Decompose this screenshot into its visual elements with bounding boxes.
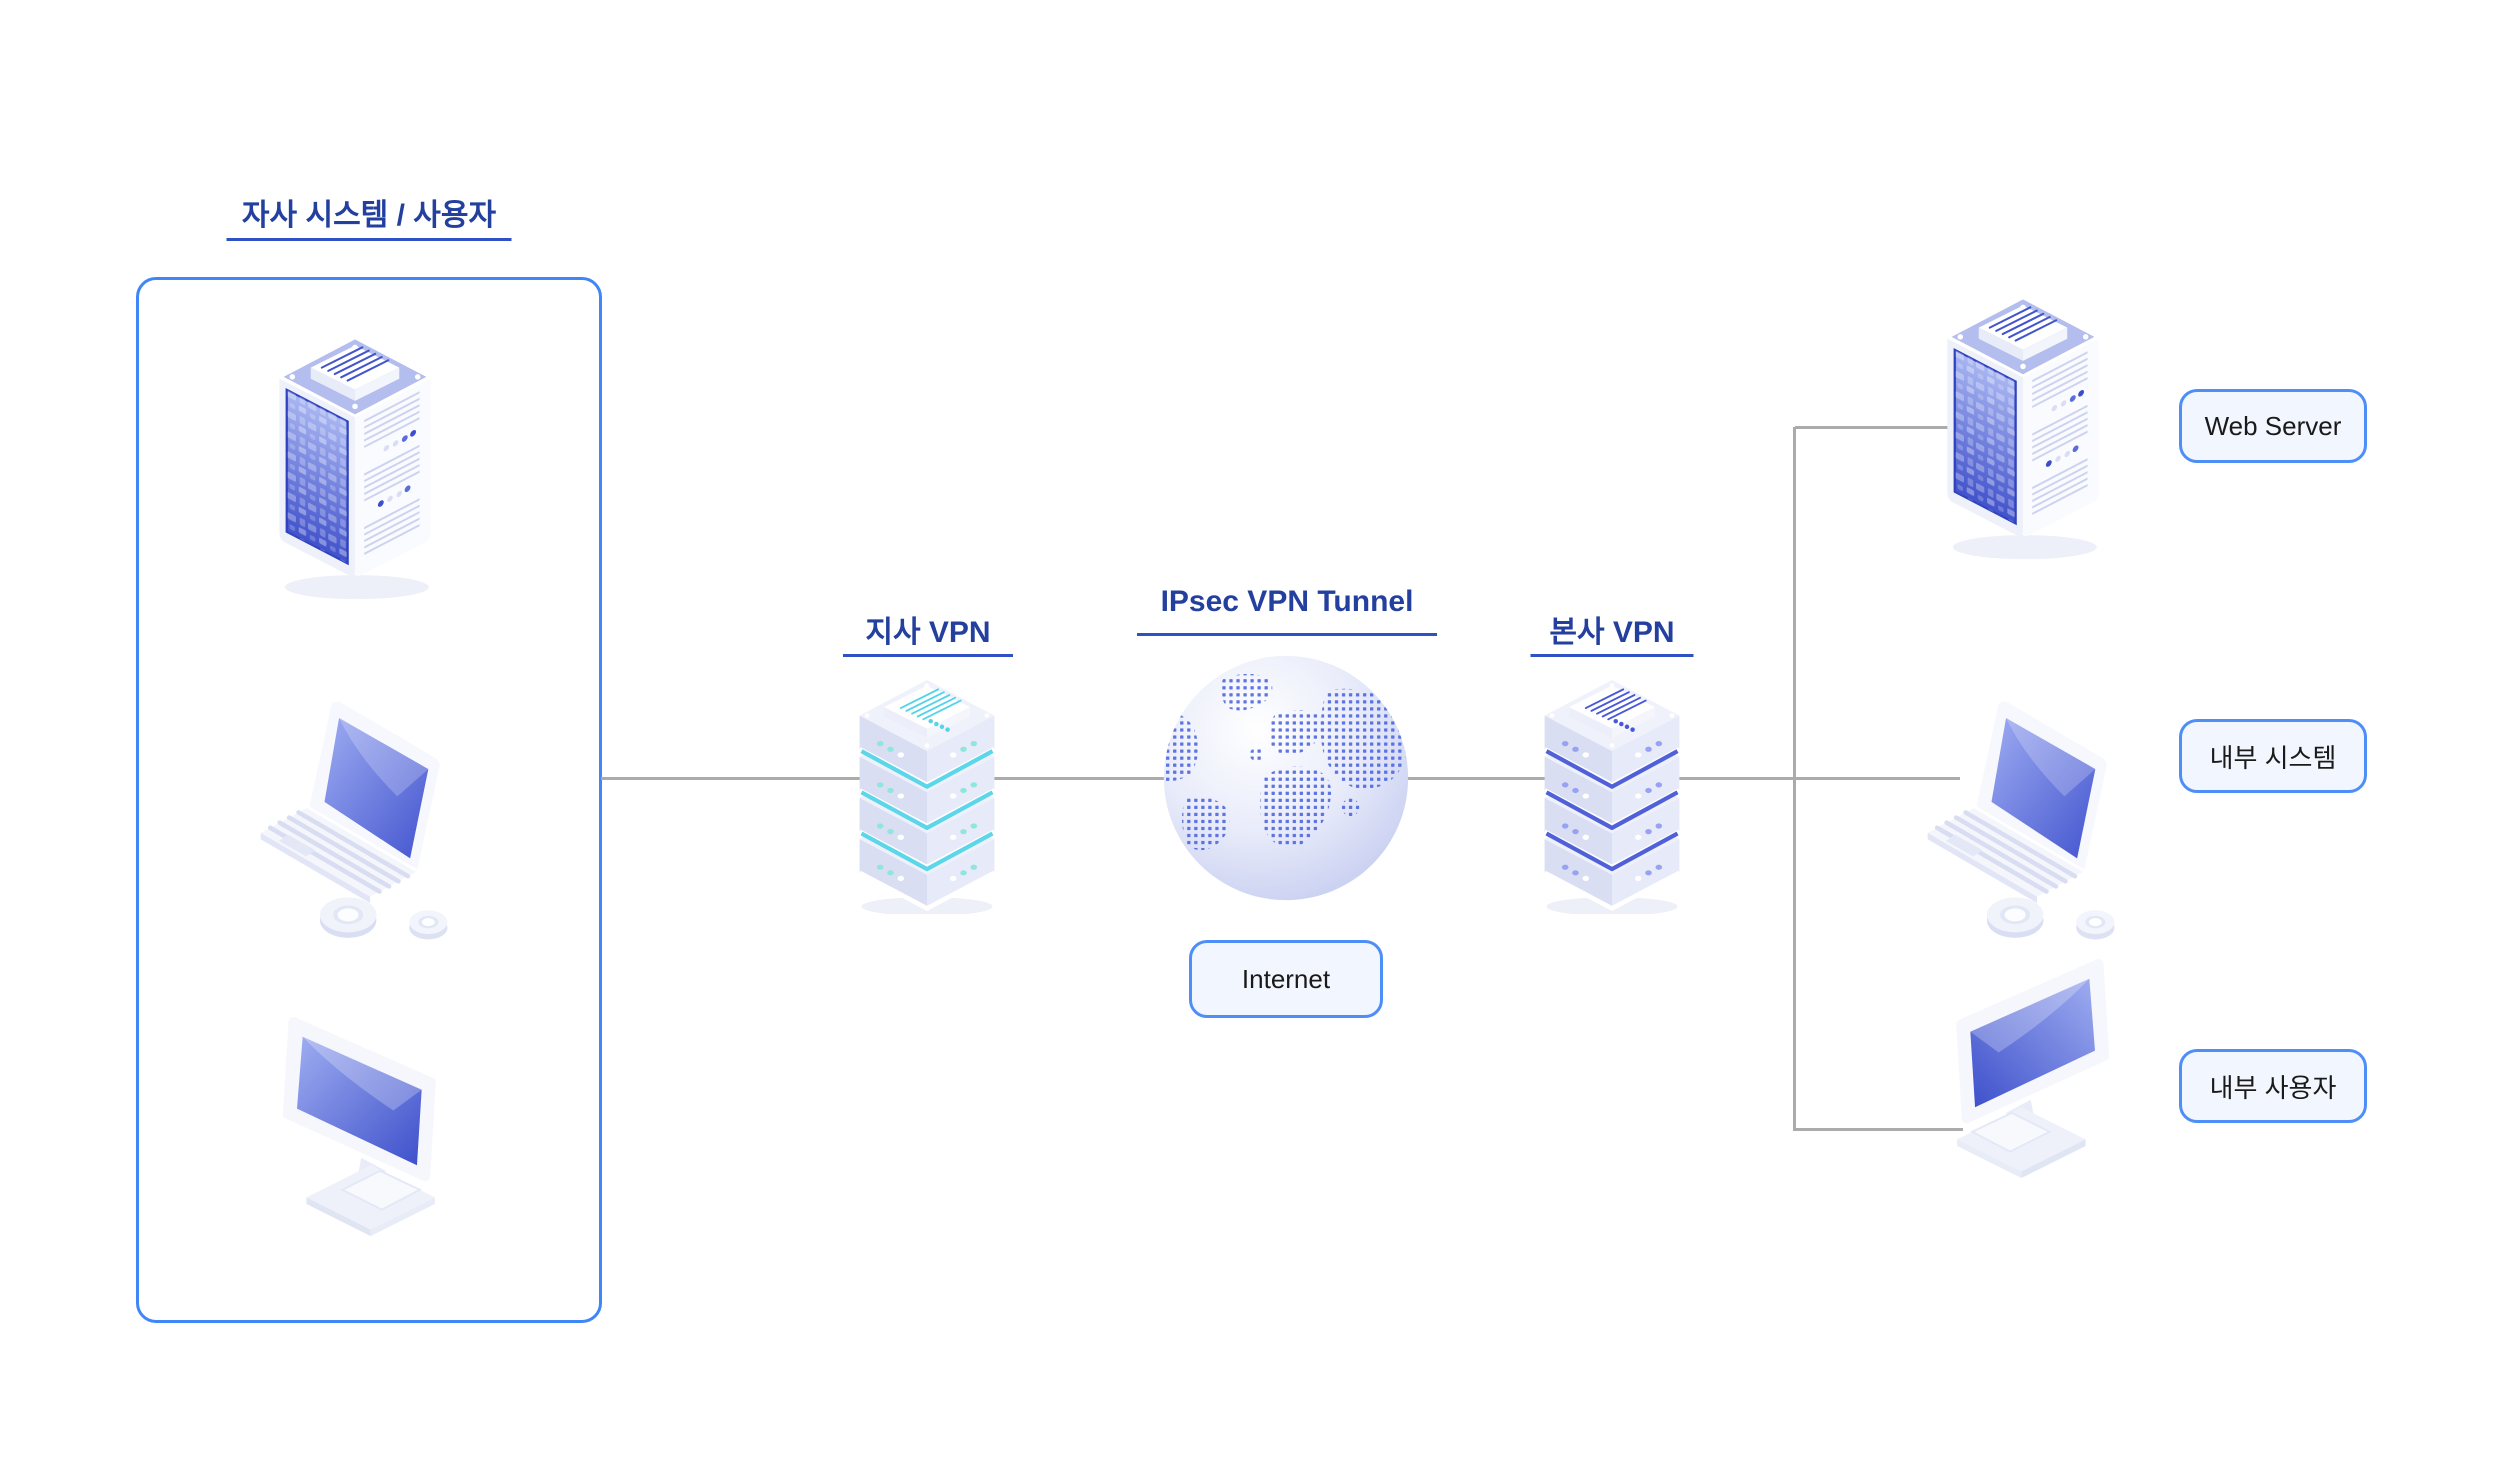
connector-line-web-server: [1795, 426, 1953, 429]
internal-user-badge: 내부 사용자: [2179, 1049, 2367, 1123]
ipsec-tunnel-underline: [1137, 633, 1437, 636]
company-server-illustration: [272, 336, 438, 604]
company-laptop-gears-illustration: [255, 698, 465, 944]
internal-system-laptop-illustration: [1922, 698, 2132, 944]
internal-user-monitor-illustration: [1942, 958, 2112, 1180]
branch-vpn-stack-illustration: [852, 680, 1002, 914]
company-group-box: [136, 277, 602, 1323]
globe-internet-illustration: [1159, 651, 1413, 905]
branch-vpn-underline: [843, 654, 1013, 657]
company-monitor-illustration: [280, 1016, 450, 1238]
left-group-title-underline: [226, 238, 512, 241]
branch-vpn-label: 지사 VPN: [865, 616, 991, 649]
connector-line-internal-user: [1795, 1128, 1963, 1131]
internal-system-badge: 내부 시스템: [2179, 719, 2367, 793]
internet-badge: Internet: [1189, 940, 1383, 1018]
hq-vpn-label: 본사 VPN: [1549, 616, 1675, 649]
web-server-badge: Web Server: [2179, 389, 2367, 463]
ipsec-tunnel-label: IPsec VPN Tunnel: [1160, 585, 1414, 618]
web-server-illustration: [1940, 296, 2106, 564]
hq-vpn-underline: [1530, 654, 1694, 657]
left-group-title: 자사 시스템 / 사용자: [241, 199, 497, 232]
connector-line-vertical: [1793, 427, 1796, 1131]
hq-vpn-stack-illustration: [1537, 680, 1687, 914]
